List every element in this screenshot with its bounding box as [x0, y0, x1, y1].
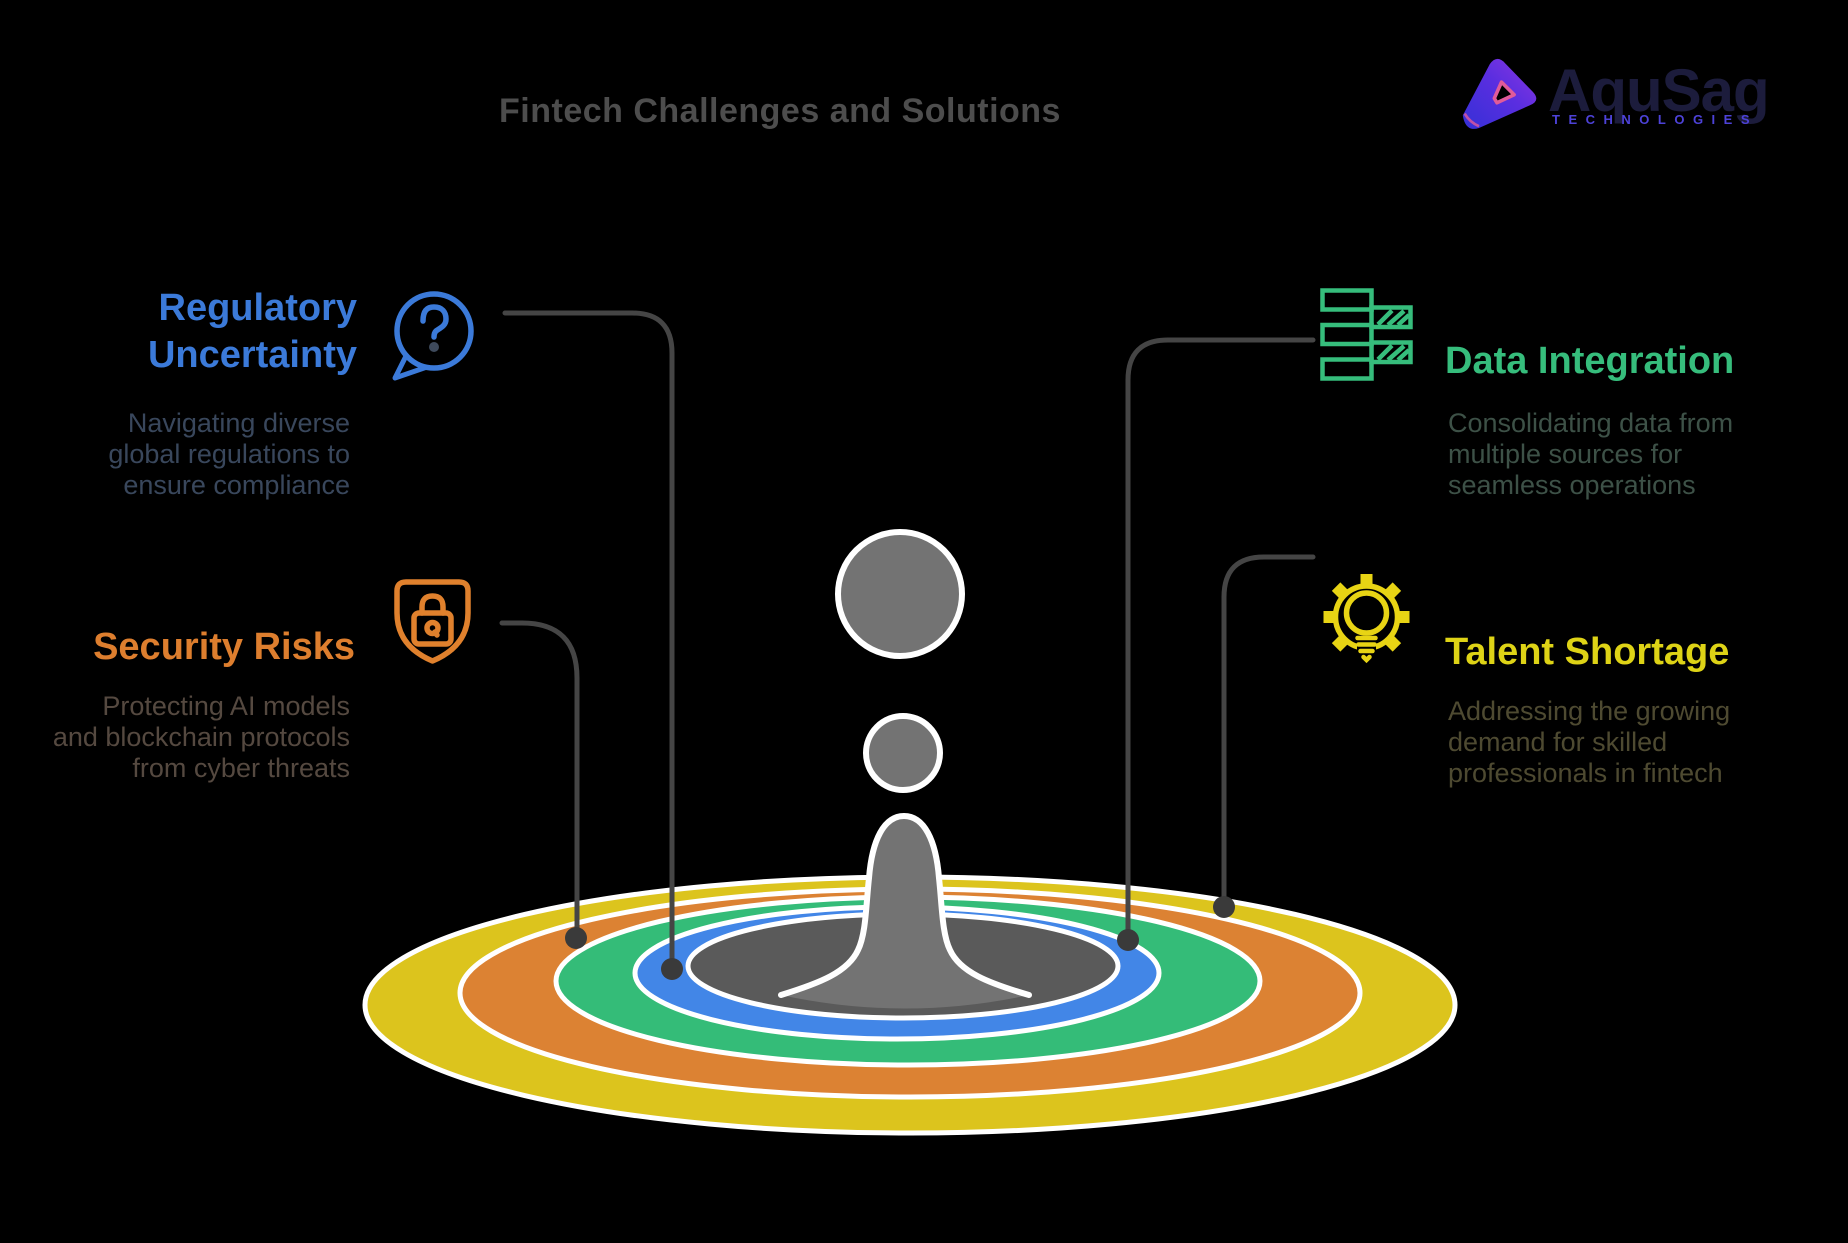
data-integration-description: Consolidating data from multiple sources…: [1448, 408, 1734, 500]
shield-lock-icon: [394, 579, 471, 664]
logo-name: AquSag: [1548, 57, 1770, 124]
talent-shortage-title: Talent Shortage: [1445, 631, 1730, 673]
splash-column: [781, 816, 1029, 1009]
connector-data: [1125, 337, 1316, 939]
gear-lightbulb-icon: [1323, 574, 1410, 664]
splash-column-outline: [778, 812, 1032, 998]
page-title: Fintech Challenges and Solutions: [499, 92, 1061, 130]
regulatory-uncertainty-title: Regulatory Uncertainty: [147, 287, 357, 376]
droplet-small: [863, 713, 943, 793]
talent-shortage-description: Addressing the growing demand for skille…: [1448, 696, 1731, 788]
connector-talent: [1221, 554, 1316, 906]
data-integration-title: Data Integration: [1445, 340, 1735, 382]
connector-security: [499, 620, 580, 937]
connector-dot-regulatory: [661, 958, 683, 980]
security-risks-title: Security Risks: [93, 626, 355, 668]
connector-dot-talent: [1213, 896, 1235, 918]
question-speech-bubble-icon: [392, 291, 474, 381]
connector-regulatory: [502, 310, 675, 968]
aqusag-logo-icon: [1462, 58, 1537, 129]
security-risks-description: Protecting AI models and blockchain prot…: [52, 691, 350, 783]
droplet-large: [835, 529, 965, 659]
connector-dot-security: [565, 927, 587, 949]
connector-dot-data: [1117, 929, 1139, 951]
logo-subtitle: TECHNOLOGIES: [1552, 112, 1759, 127]
data-stack-icon: [1320, 288, 1413, 381]
regulatory-uncertainty-description: Navigating diverse global regulations to…: [108, 408, 350, 500]
